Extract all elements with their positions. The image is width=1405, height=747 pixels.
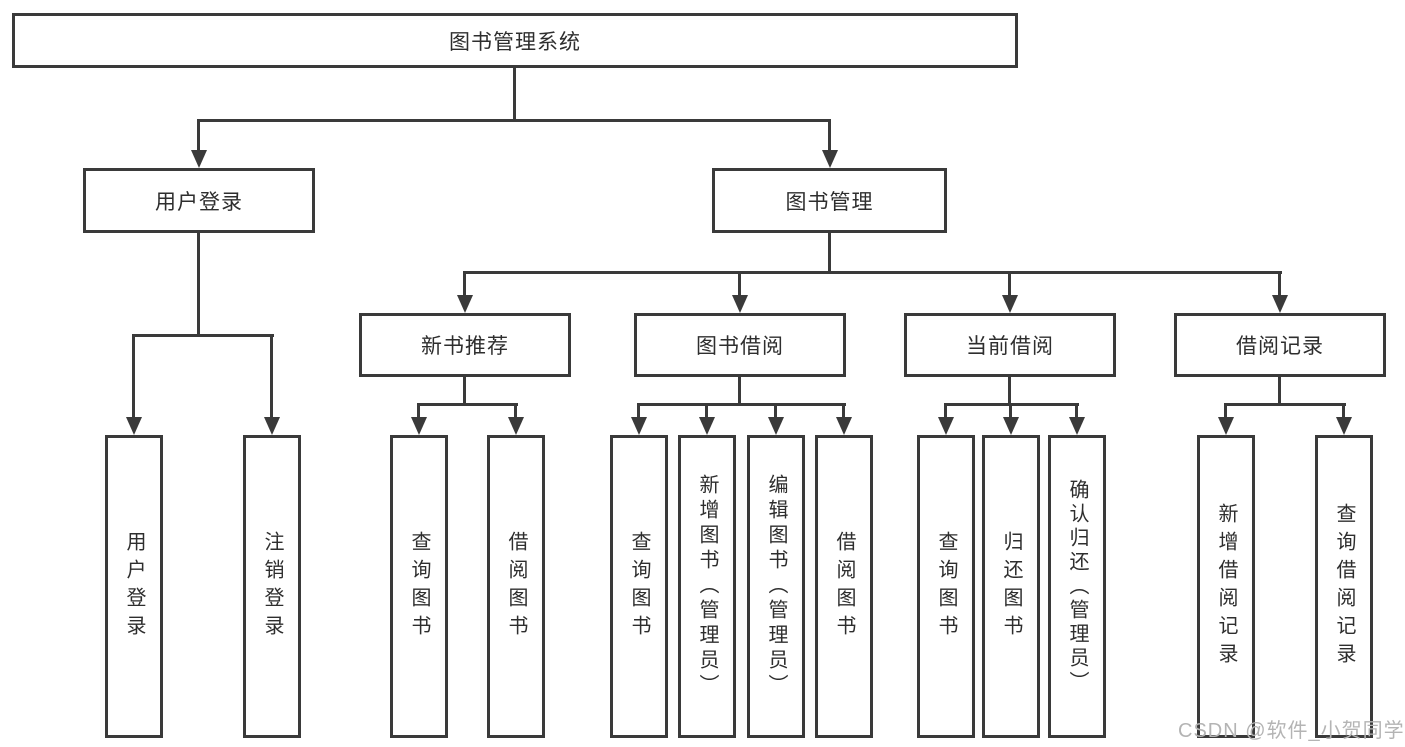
arrowhead-edit-books-admin-icon (768, 417, 784, 435)
arrowhead-query-books-rec-icon (411, 417, 427, 435)
connector-level3-bar (463, 271, 1282, 274)
arrowhead-borrow-books-icon (836, 417, 852, 435)
node-leaf-edit-books-admin-label: 编辑图书（管理员） (765, 474, 787, 699)
arrowhead-query-books-current-icon (938, 417, 954, 435)
node-leaf-logout: 注销登录 (243, 435, 301, 738)
arrowhead-confirm-return-admin-icon (1069, 417, 1085, 435)
node-leaf-add-books-admin: 新增图书（管理员） (678, 435, 736, 738)
node-new-book-recommend: 新书推荐 (359, 313, 571, 377)
node-current-borrowing: 当前借阅 (904, 313, 1116, 377)
node-library-system-label: 图书管理系统 (449, 30, 581, 54)
node-leaf-user-login-label: 用户登录 (123, 530, 145, 643)
connector-leg-query-books-borrow (637, 403, 640, 419)
node-leaf-query-books-current: 查询图书 (917, 435, 975, 738)
node-current-borrowing-label: 当前借阅 (966, 335, 1054, 358)
connector-user-login-stem (197, 233, 200, 336)
node-borrow-records-label: 借阅记录 (1236, 335, 1324, 358)
connector-borrow-records-bar (1224, 403, 1346, 406)
arrowhead-user-login-icon (191, 150, 207, 168)
node-leaf-add-borrow-record: 新增借阅记录 (1197, 435, 1255, 738)
connector-leg-add-borrow-record (1224, 403, 1227, 419)
arrowhead-leaf-user-login-icon (126, 417, 142, 435)
arrowhead-borrow-books-rec-icon (508, 417, 524, 435)
node-book-management-label: 图书管理 (785, 190, 874, 214)
connector-leg-current-borrowing (1008, 271, 1011, 297)
connector-book-borrowing-bar (637, 403, 846, 406)
connector-leg-query-borrow-record (1342, 403, 1345, 419)
connector-book-management-stem (828, 233, 831, 274)
connector-new-book-recommend-bar (417, 403, 518, 406)
node-book-borrowing-label: 图书借阅 (696, 335, 784, 358)
arrowhead-add-books-admin-icon (699, 417, 715, 435)
node-leaf-confirm-return-admin-label: 确认归还（管理员） (1066, 478, 1088, 695)
connector-leg-user-login (197, 119, 200, 152)
arrowhead-borrow-records-icon (1272, 295, 1288, 313)
node-leaf-query-books-rec-label: 查询图书 (408, 530, 430, 643)
node-leaf-query-books-borrow: 查询图书 (610, 435, 668, 738)
node-user-login: 用户登录 (83, 168, 315, 233)
node-leaf-add-books-admin-label: 新增图书（管理员） (696, 474, 718, 699)
node-leaf-user-login: 用户登录 (105, 435, 163, 738)
connector-new-book-recommend-stem (463, 377, 466, 405)
node-library-system: 图书管理系统 (12, 13, 1018, 68)
connector-leg-leaf-user-login (132, 334, 135, 417)
node-leaf-borrow-books-rec: 借阅图书 (487, 435, 545, 738)
node-leaf-query-books-rec: 查询图书 (390, 435, 448, 738)
arrowhead-query-books-borrow-icon (631, 417, 647, 435)
node-leaf-borrow-books-rec-label: 借阅图书 (505, 530, 527, 643)
connector-book-borrowing-stem (738, 377, 741, 405)
arrowhead-new-book-recommend-icon (457, 295, 473, 313)
node-book-management: 图书管理 (712, 168, 947, 233)
arrowhead-current-borrowing-icon (1002, 295, 1018, 313)
connector-leg-leaf-logout (270, 334, 273, 417)
node-borrow-records: 借阅记录 (1174, 313, 1386, 377)
arrowhead-book-borrowing-icon (732, 295, 748, 313)
connector-leg-borrow-books (842, 403, 845, 419)
node-book-borrowing: 图书借阅 (634, 313, 846, 377)
arrowhead-leaf-logout-icon (264, 417, 280, 435)
connector-leg-book-management (828, 119, 831, 152)
node-leaf-return-books-label: 归还图书 (1000, 530, 1022, 643)
node-leaf-logout-label: 注销登录 (261, 530, 283, 643)
csdn-watermark: CSDN @软件_小贺同学 (1178, 720, 1405, 742)
node-leaf-query-borrow-record: 查询借阅记录 (1315, 435, 1373, 738)
connector-leg-return-books (1009, 403, 1012, 419)
connector-current-borrowing-stem (1008, 377, 1011, 405)
connector-leg-new-book-recommend (463, 271, 466, 297)
node-leaf-query-books-current-label: 查询图书 (935, 530, 957, 643)
node-new-book-recommend-label: 新书推荐 (421, 335, 509, 358)
node-leaf-query-borrow-record-label: 查询借阅记录 (1333, 502, 1355, 671)
node-leaf-confirm-return-admin: 确认归还（管理员） (1048, 435, 1106, 738)
node-leaf-edit-books-admin: 编辑图书（管理员） (747, 435, 805, 738)
connector-leg-borrow-records (1278, 271, 1281, 297)
node-leaf-return-books: 归还图书 (982, 435, 1040, 738)
node-leaf-borrow-books: 借阅图书 (815, 435, 873, 738)
arrowhead-query-borrow-record-icon (1336, 417, 1352, 435)
arrowhead-return-books-icon (1003, 417, 1019, 435)
connector-leg-edit-books-admin (774, 403, 777, 419)
connector-leg-add-books-admin (705, 403, 708, 419)
connector-user-login-bar (132, 334, 274, 337)
arrowhead-book-management-icon (822, 150, 838, 168)
node-leaf-add-borrow-record-label: 新增借阅记录 (1215, 502, 1237, 671)
connector-borrow-records-stem (1278, 377, 1281, 405)
arrowhead-add-borrow-record-icon (1218, 417, 1234, 435)
connector-leg-query-books-current (944, 403, 947, 419)
node-leaf-query-books-borrow-label: 查询图书 (628, 530, 650, 643)
connector-root-stem (513, 68, 516, 120)
connector-level2-bar (197, 119, 831, 122)
connector-leg-query-books-rec (417, 403, 420, 419)
connector-leg-book-borrowing (738, 271, 741, 297)
node-user-login-label: 用户登录 (155, 190, 243, 214)
node-leaf-borrow-books-label: 借阅图书 (833, 530, 855, 643)
connector-leg-borrow-books-rec (514, 403, 517, 419)
connector-leg-confirm-return-admin (1075, 403, 1078, 419)
